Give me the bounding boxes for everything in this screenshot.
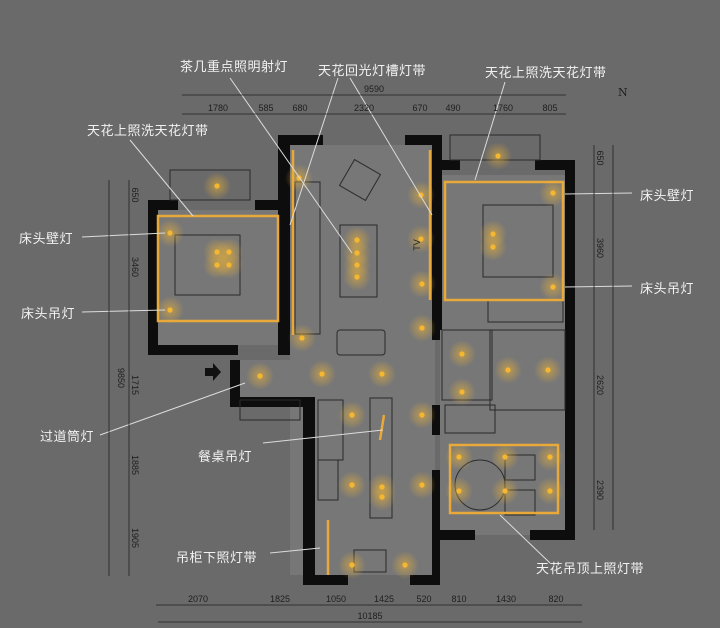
dim-left-total: 9850 xyxy=(116,368,126,388)
dim-bottom: 2070 xyxy=(188,594,208,604)
dim-top: 680 xyxy=(292,103,307,113)
label-ceiling-wash-strip-right: 天花上照洗天花灯带 xyxy=(485,66,607,81)
dimension-texts: 9590 1780 585 680 2320 670 490 1760 805 … xyxy=(116,84,628,621)
downlight-icon xyxy=(502,488,508,494)
dim-left: 1715 xyxy=(130,375,140,395)
north-indicator: N xyxy=(618,86,628,99)
downlight-icon xyxy=(419,412,425,418)
dim-right: 2620 xyxy=(595,375,605,395)
downlight-icon xyxy=(505,367,511,373)
downlight-icon xyxy=(550,190,556,196)
label-bedside-pendant-right: 床头吊灯 xyxy=(640,282,695,297)
downlight-icon xyxy=(319,371,325,377)
dim-bottom: 1430 xyxy=(496,594,516,604)
dim-left: 1885 xyxy=(130,455,140,475)
downlight-icon xyxy=(459,389,465,395)
label-bedside-wall-lamp-right: 床头壁灯 xyxy=(640,189,695,204)
dim-right: 3960 xyxy=(595,238,605,258)
downlight-icon xyxy=(257,373,263,379)
label-corridor-downlight: 过道筒灯 xyxy=(40,430,95,445)
dim-right: 650 xyxy=(595,150,605,165)
dim-top-total: 9590 xyxy=(364,84,384,94)
downlight-icon xyxy=(167,230,173,236)
downlight-icon xyxy=(402,562,408,568)
downlight-icon xyxy=(490,244,496,250)
dim-top: 1780 xyxy=(208,103,228,113)
downlight-icon xyxy=(354,274,360,280)
strip-left-bedroom xyxy=(156,214,280,323)
downlight-icon xyxy=(545,367,551,373)
label-coffee-table-spot: 茶几重点照明射灯 xyxy=(180,60,289,75)
dim-bottom: 820 xyxy=(548,594,563,604)
dim-top: 670 xyxy=(412,103,427,113)
downlight-icon xyxy=(226,262,232,268)
downlight-icon xyxy=(379,371,385,377)
dim-bottom: 1425 xyxy=(374,594,394,604)
dim-top: 2320 xyxy=(354,103,374,113)
downlight-icon xyxy=(547,454,553,460)
dim-bottom: 810 xyxy=(451,594,466,604)
downlight-icon xyxy=(456,488,462,494)
label-ceiling-uplight-strip: 天花吊顶上照灯带 xyxy=(536,562,645,577)
leader-lines xyxy=(81,77,633,564)
dim-top: 1760 xyxy=(493,103,513,113)
dim-right: 2390 xyxy=(595,480,605,500)
walls xyxy=(148,135,575,585)
dim-left: 3460 xyxy=(130,257,140,277)
dim-top: 490 xyxy=(445,103,460,113)
dining-pendant-mark xyxy=(378,414,386,441)
downlight-icon xyxy=(299,335,305,341)
label-bedside-pendant-left: 床头吊灯 xyxy=(21,307,76,322)
downlight-icon xyxy=(419,281,425,287)
label-ceiling-cove-strip: 天花回光灯槽灯带 xyxy=(318,64,427,79)
dim-left: 650 xyxy=(130,187,140,202)
downlight-icon xyxy=(419,325,425,331)
downlight-icon xyxy=(349,482,355,488)
dim-bottom: 1050 xyxy=(326,594,346,604)
downlight-icon xyxy=(418,236,424,242)
dim-bottom: 1825 xyxy=(270,594,290,604)
downlight-icon xyxy=(502,454,508,460)
lights xyxy=(156,142,567,579)
downlight-icon xyxy=(547,488,553,494)
entrance-arrow-icon xyxy=(205,363,221,381)
label-bedside-wall-lamp-left: 床头壁灯 xyxy=(19,232,74,247)
downlight-icon xyxy=(550,284,556,290)
dimension-lines xyxy=(108,94,614,623)
strip-right-bedroom xyxy=(443,180,565,302)
label-ceiling-wash-strip-left: 天花上照洗天花灯带 xyxy=(87,124,209,139)
dim-top: 805 xyxy=(542,103,557,113)
downlight-icon xyxy=(379,494,385,500)
downlight-icon xyxy=(214,183,220,189)
downlight-icon xyxy=(349,412,355,418)
downlight-icon xyxy=(459,351,465,357)
downlight-icon xyxy=(349,562,355,568)
dim-bottom-total: 10185 xyxy=(357,611,382,621)
label-dining-pendant: 餐桌吊灯 xyxy=(198,450,253,465)
downlight-icon xyxy=(495,153,501,159)
label-cabinet-under-strip: 吊柜下照灯带 xyxy=(176,551,258,566)
dim-bottom: 520 xyxy=(416,594,431,604)
dim-top: 585 xyxy=(258,103,273,113)
downlight-icon xyxy=(419,482,425,488)
downlight-icon xyxy=(456,454,462,460)
downlight-icon xyxy=(167,307,173,313)
tv-label: TV xyxy=(412,239,422,251)
dim-left: 1905 xyxy=(130,528,140,548)
